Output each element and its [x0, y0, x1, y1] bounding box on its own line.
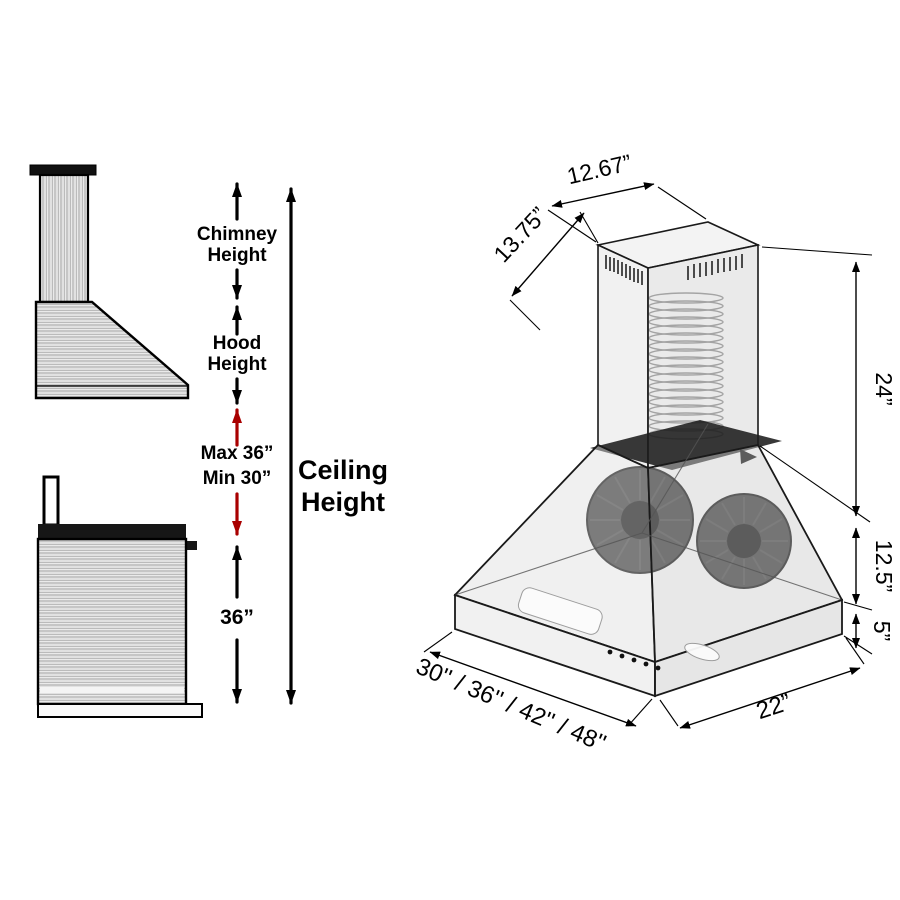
filter-handle	[684, 642, 720, 662]
dim-label-hood-height: 12.5”	[871, 540, 897, 592]
dimension-line-depth	[679, 667, 861, 729]
extension-line	[845, 637, 865, 665]
extension-line	[509, 299, 541, 331]
extension-line	[627, 698, 653, 727]
chimney-height-label-line2: Height	[207, 245, 267, 266]
dim-label-chimney-width: 12.67”	[565, 149, 634, 189]
extension-line	[423, 631, 453, 653]
chimney-cap	[29, 164, 97, 176]
hood-canopy-side	[34, 300, 190, 400]
range-side-view	[36, 475, 203, 718]
dimension-line-chimney-width	[551, 182, 655, 208]
annotation-column: Chimney Height Hood Height Max 36” Min 3…	[197, 182, 388, 705]
damper-arrow-icon	[740, 449, 757, 464]
hood-side-view	[29, 164, 190, 400]
range-handle	[186, 541, 197, 550]
dimension-line-widths	[429, 651, 637, 727]
dimension-line-chimney-depth	[511, 212, 585, 297]
range-control-panel	[38, 524, 186, 539]
ceiling-height-label-line1: Ceiling	[298, 455, 388, 485]
dim-label-chimney-depth: 13.75”	[488, 202, 551, 267]
chimney-side	[38, 173, 90, 304]
hood-height-label-line2: Height	[207, 354, 267, 375]
canopy-back-edges	[454, 423, 843, 601]
blower-right	[696, 493, 792, 589]
chimney-height-label-line1: Chimney	[197, 224, 278, 245]
dim-label-base-height: 5”	[869, 621, 895, 641]
chimney-left-face	[597, 243, 649, 470]
max-height-label: Max 36”	[201, 443, 274, 464]
range-body	[36, 537, 188, 706]
dim-label-depth: 22”	[753, 689, 794, 725]
range-door-gap	[40, 687, 184, 693]
hood-isometric-view	[453, 221, 844, 698]
extension-line	[759, 445, 871, 523]
vent-slots-left	[605, 255, 643, 285]
blower-housing	[590, 420, 782, 470]
lamp-panel	[517, 587, 603, 635]
extension-line	[843, 601, 873, 611]
extension-line	[761, 246, 873, 256]
range-base	[37, 703, 203, 718]
extension-line	[843, 635, 873, 655]
ceiling-height-label-line2: Height	[301, 487, 385, 517]
extension-line	[579, 211, 599, 244]
extension-line	[657, 186, 707, 220]
hood-height-label-line1: Hood	[213, 333, 262, 354]
min-height-label: Min 30”	[203, 468, 272, 489]
dim-label-upper-height: 24”	[871, 372, 897, 405]
extension-line	[659, 699, 679, 727]
range-backguard	[42, 475, 60, 527]
distance-36-label: 36”	[220, 606, 254, 629]
vent-slots-right	[687, 254, 743, 280]
